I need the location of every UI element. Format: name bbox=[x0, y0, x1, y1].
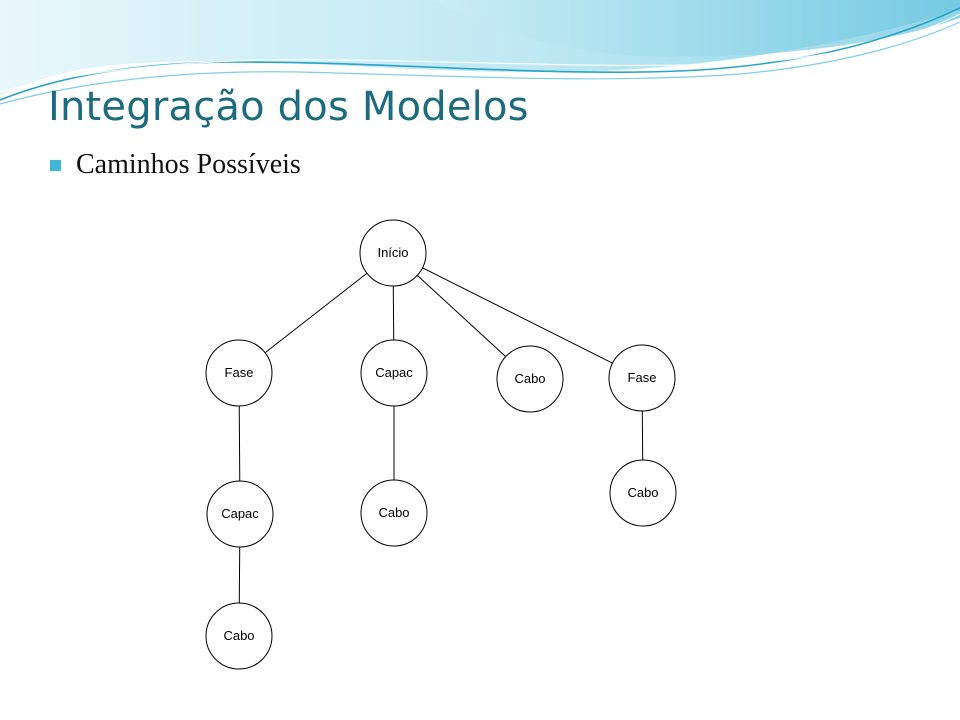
node-label: Fase bbox=[225, 365, 254, 380]
node-fase2: Fase bbox=[608, 344, 676, 412]
node-circle bbox=[359, 219, 427, 287]
node-fase1: Fase bbox=[205, 339, 273, 407]
node-circle bbox=[360, 479, 428, 547]
node-cabo4: Cabo bbox=[205, 602, 273, 670]
node-label: Cabo bbox=[627, 485, 658, 500]
node-label: Capac bbox=[221, 506, 259, 521]
node-label: Cabo bbox=[378, 505, 409, 520]
node-circle bbox=[206, 480, 274, 548]
edge-fase1-capac2 bbox=[238, 405, 241, 482]
node-cabo3: Cabo bbox=[609, 459, 677, 527]
node-label: Cabo bbox=[514, 371, 545, 386]
node-label: Início bbox=[377, 245, 408, 260]
node-label: Capac bbox=[375, 365, 413, 380]
node-circle bbox=[608, 344, 676, 412]
node-circle bbox=[496, 345, 564, 413]
node-circle bbox=[205, 339, 273, 407]
bullet-square-icon bbox=[50, 159, 61, 171]
node-capac2: Capac bbox=[206, 480, 274, 548]
node-label: Fase bbox=[628, 370, 657, 385]
node-inicio: Início bbox=[359, 219, 427, 287]
edge-inicio-fase2 bbox=[422, 267, 613, 364]
node-cabo1: Cabo bbox=[496, 345, 564, 413]
edge-inicio-cabo1 bbox=[416, 274, 507, 358]
header-banner-decoration bbox=[0, 0, 960, 105]
edge-inicio-fase1 bbox=[264, 272, 368, 354]
bullet-text: Caminhos Possíveis bbox=[76, 149, 301, 180]
node-capac1: Capac bbox=[360, 339, 428, 407]
node-cabo2: Cabo bbox=[360, 479, 428, 547]
node-circle bbox=[360, 339, 428, 407]
node-circle bbox=[205, 602, 273, 670]
tree-edges bbox=[238, 267, 644, 604]
node-label: Cabo bbox=[223, 628, 254, 643]
node-circle bbox=[609, 459, 677, 527]
slide-title: Integração dos Modelos bbox=[48, 84, 529, 130]
bullet-item: Caminhos Possíveis bbox=[50, 145, 301, 185]
